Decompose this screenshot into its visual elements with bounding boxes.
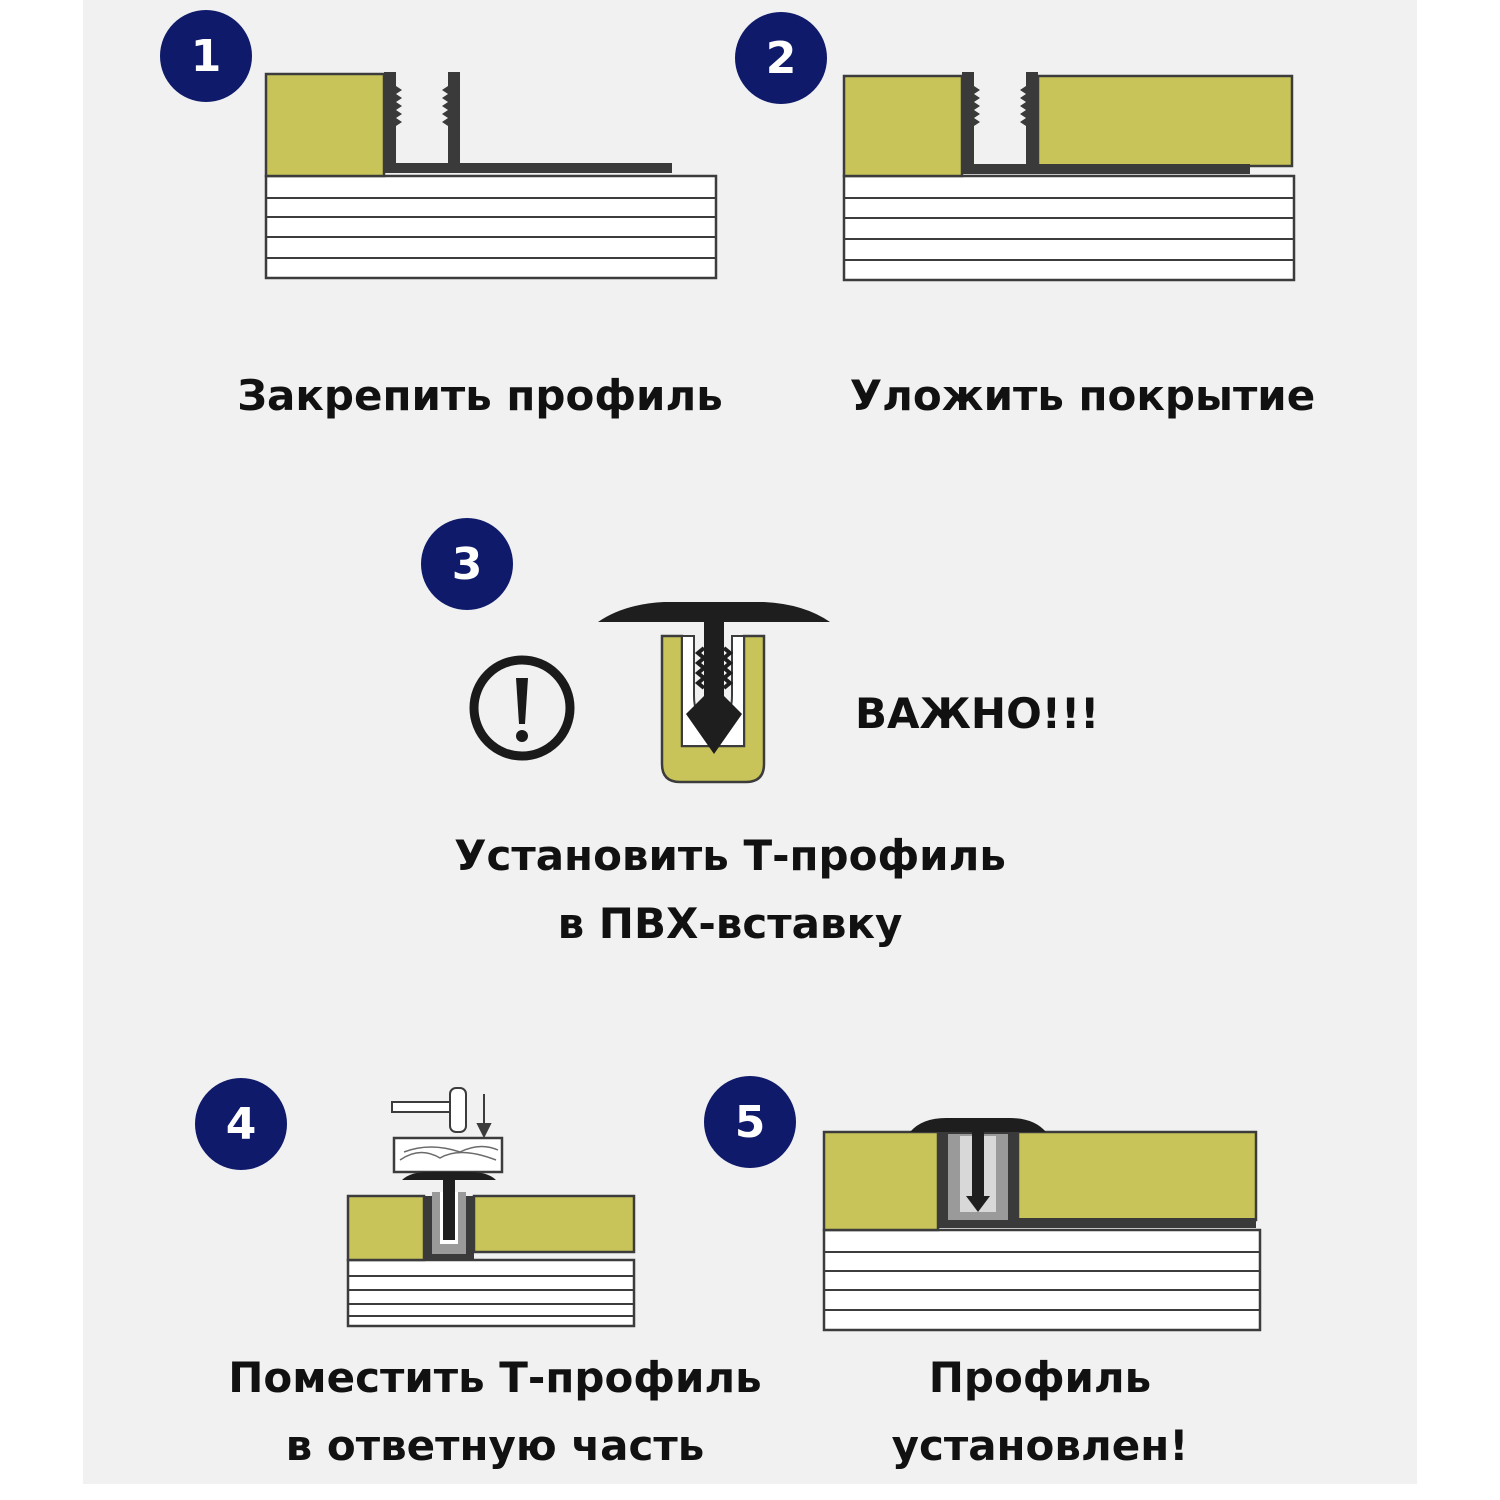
floor-covering-left	[346, 1194, 426, 1262]
step-2-lay-covering-illustration	[842, 72, 1296, 282]
t-profile	[402, 1172, 496, 1240]
step-4-badge: 4	[195, 1078, 287, 1170]
pvc-insert	[660, 634, 766, 784]
floor-covering-right	[1036, 74, 1294, 168]
subfloor-layers	[346, 1258, 636, 1328]
floor-covering-right	[472, 1194, 636, 1254]
step-1-fix-profile-illustration	[264, 72, 718, 280]
subfloor-layers	[842, 174, 1296, 282]
step-5-installed-profile-illustration	[822, 1118, 1262, 1332]
step-3-caption-line-1: Установить Т-профиль	[454, 831, 1006, 880]
wooden-block	[392, 1136, 504, 1174]
floor-covering	[264, 72, 386, 178]
t-profile-cap	[598, 602, 830, 622]
hammer-icon	[391, 1087, 492, 1139]
step-5-caption-line-2: установлен!	[891, 1421, 1189, 1470]
floor-covering-left	[842, 74, 964, 178]
step-4-tap-profile-illustration	[346, 1087, 636, 1328]
step-3-t-profile-insert-illustration	[598, 602, 830, 784]
step-5-caption: Профиль установлен!	[820, 1344, 1260, 1480]
t-profile-stem	[686, 620, 742, 754]
base-profile	[384, 72, 672, 173]
step-5-badge: 5	[704, 1076, 796, 1168]
step-5-caption-line-1: Профиль	[928, 1353, 1152, 1402]
step-1-caption: Закрепить профиль	[237, 371, 723, 420]
warning-text: ВАЖНО!!!	[855, 689, 1100, 738]
subfloor-layers	[822, 1228, 1262, 1332]
step-3-caption-line-2: в ПВХ-вставку	[557, 899, 903, 948]
floor-covering-right	[1016, 1130, 1258, 1222]
step-4-caption-line-2: в ответную часть	[285, 1421, 705, 1470]
step-2-caption: Уложить покрытие	[849, 371, 1316, 420]
step-4-caption-line-1: Поместить Т-профиль	[228, 1353, 762, 1402]
exclamation-circle-icon	[469, 655, 575, 761]
step-1-badge: 1	[160, 10, 252, 102]
step-3-badge: 3	[421, 518, 513, 610]
base-profile	[962, 72, 1250, 174]
step-3-caption: Установить Т-профиль в ПВХ-вставку	[380, 822, 1080, 958]
t-profile	[910, 1118, 1046, 1212]
floor-covering-left	[822, 1130, 940, 1232]
step-2-badge: 2	[735, 12, 827, 104]
step-4-caption: Поместить Т-профиль в ответную часть	[180, 1344, 810, 1480]
subfloor-layers	[264, 174, 718, 280]
